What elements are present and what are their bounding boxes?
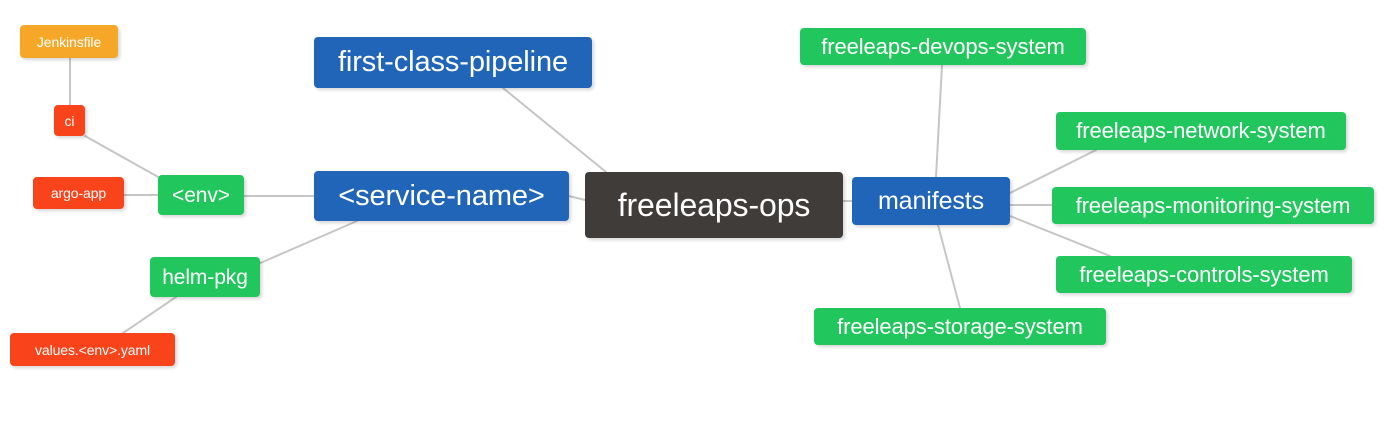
mindmap-node-manifests[interactable]: manifests (852, 177, 1010, 225)
edge-values-yaml-to-helm-pkg (122, 296, 177, 334)
mindmap-node-first-class[interactable]: first-class-pipeline (314, 37, 592, 88)
mindmap-node-monitoring-sys[interactable]: freeleaps-monitoring-system (1052, 187, 1374, 224)
mindmap-node-env[interactable]: <env> (158, 175, 244, 215)
mindmap-node-argo-app[interactable]: argo-app (33, 177, 124, 209)
edge-manifests-to-storage-sys (937, 224, 961, 309)
mindmap-node-service-name[interactable]: <service-name> (314, 171, 569, 221)
mindmap-node-storage-sys[interactable]: freeleaps-storage-system (814, 308, 1106, 345)
mindmap-node-network-sys[interactable]: freeleaps-network-system (1056, 112, 1346, 150)
edge-service-name-to-freeleaps-ops (568, 195, 586, 201)
mindmap-node-ci[interactable]: ci (54, 105, 85, 136)
mindmap-node-devops-sys[interactable]: freeleaps-devops-system (800, 28, 1086, 65)
mindmap-node-freeleaps-ops[interactable]: freeleaps-ops (585, 172, 843, 238)
edge-ci-to-env (84, 135, 161, 179)
mindmap-node-helm-pkg[interactable]: helm-pkg (150, 257, 260, 297)
mindmap-node-controls-sys[interactable]: freeleaps-controls-system (1056, 256, 1352, 293)
edge-manifests-to-devops-sys (935, 64, 943, 178)
edge-first-class-to-freeleaps-ops (502, 87, 607, 173)
mindmap-node-values-yaml[interactable]: values.<env>.yaml (10, 333, 175, 366)
edge-helm-pkg-to-service-name (257, 220, 358, 265)
mindmap-node-jenkinsfile[interactable]: Jenkinsfile (20, 25, 118, 58)
